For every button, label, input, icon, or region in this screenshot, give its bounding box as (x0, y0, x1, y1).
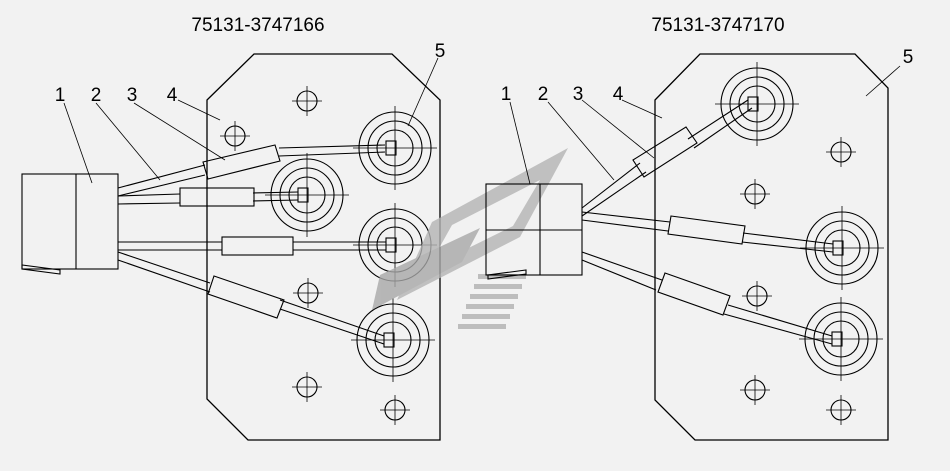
callout-1: 1 (501, 84, 512, 105)
callout-2: 2 (538, 84, 549, 105)
mount-hole-icon (742, 281, 772, 311)
left-mount-holes (220, 86, 410, 425)
callout-2: 2 (91, 85, 102, 106)
right-wires (581, 99, 834, 345)
right-assembly: 75131-3747170 (485, 15, 914, 441)
left-callouts: 1 2 3 4 5 (55, 41, 446, 184)
right-connector (485, 183, 583, 280)
mount-hole-icon (293, 278, 323, 308)
callout-4: 4 (167, 85, 178, 106)
left-part-number: 75131-3747166 (191, 15, 324, 36)
mount-hole-icon (740, 375, 770, 405)
mount-hole-icon (380, 395, 410, 425)
right-sleeves (632, 126, 746, 316)
callout-5: 5 (903, 47, 914, 68)
right-callouts: 1 2 3 4 5 (501, 47, 914, 185)
mount-hole-icon (292, 86, 322, 116)
ring-terminal-icon (351, 298, 435, 382)
mount-hole-icon (220, 121, 250, 151)
left-connector (21, 173, 119, 275)
ring-terminal-icon (800, 206, 884, 290)
mount-hole-icon (826, 395, 856, 425)
mount-hole-icon (292, 372, 322, 402)
callout-1: 1 (55, 85, 66, 106)
left-assembly: 75131-3747166 (21, 15, 446, 441)
callout-5: 5 (435, 41, 446, 62)
mount-hole-icon (826, 137, 856, 167)
left-terminals (265, 106, 437, 382)
ring-terminal-icon (353, 106, 437, 190)
right-part-number: 75131-3747170 (651, 15, 784, 36)
right-mounting-plate (654, 53, 889, 441)
ring-terminal-icon (715, 62, 799, 146)
right-mount-holes (740, 137, 856, 425)
callout-4: 4 (613, 84, 624, 105)
callout-3: 3 (127, 85, 138, 106)
left-sleeves (179, 144, 294, 319)
mount-hole-icon (740, 179, 770, 209)
logo-watermark-icon (372, 148, 568, 329)
ring-terminal-icon (265, 153, 349, 237)
left-mounting-plate (206, 53, 441, 441)
left-wires (117, 144, 386, 345)
callout-3: 3 (573, 84, 584, 105)
